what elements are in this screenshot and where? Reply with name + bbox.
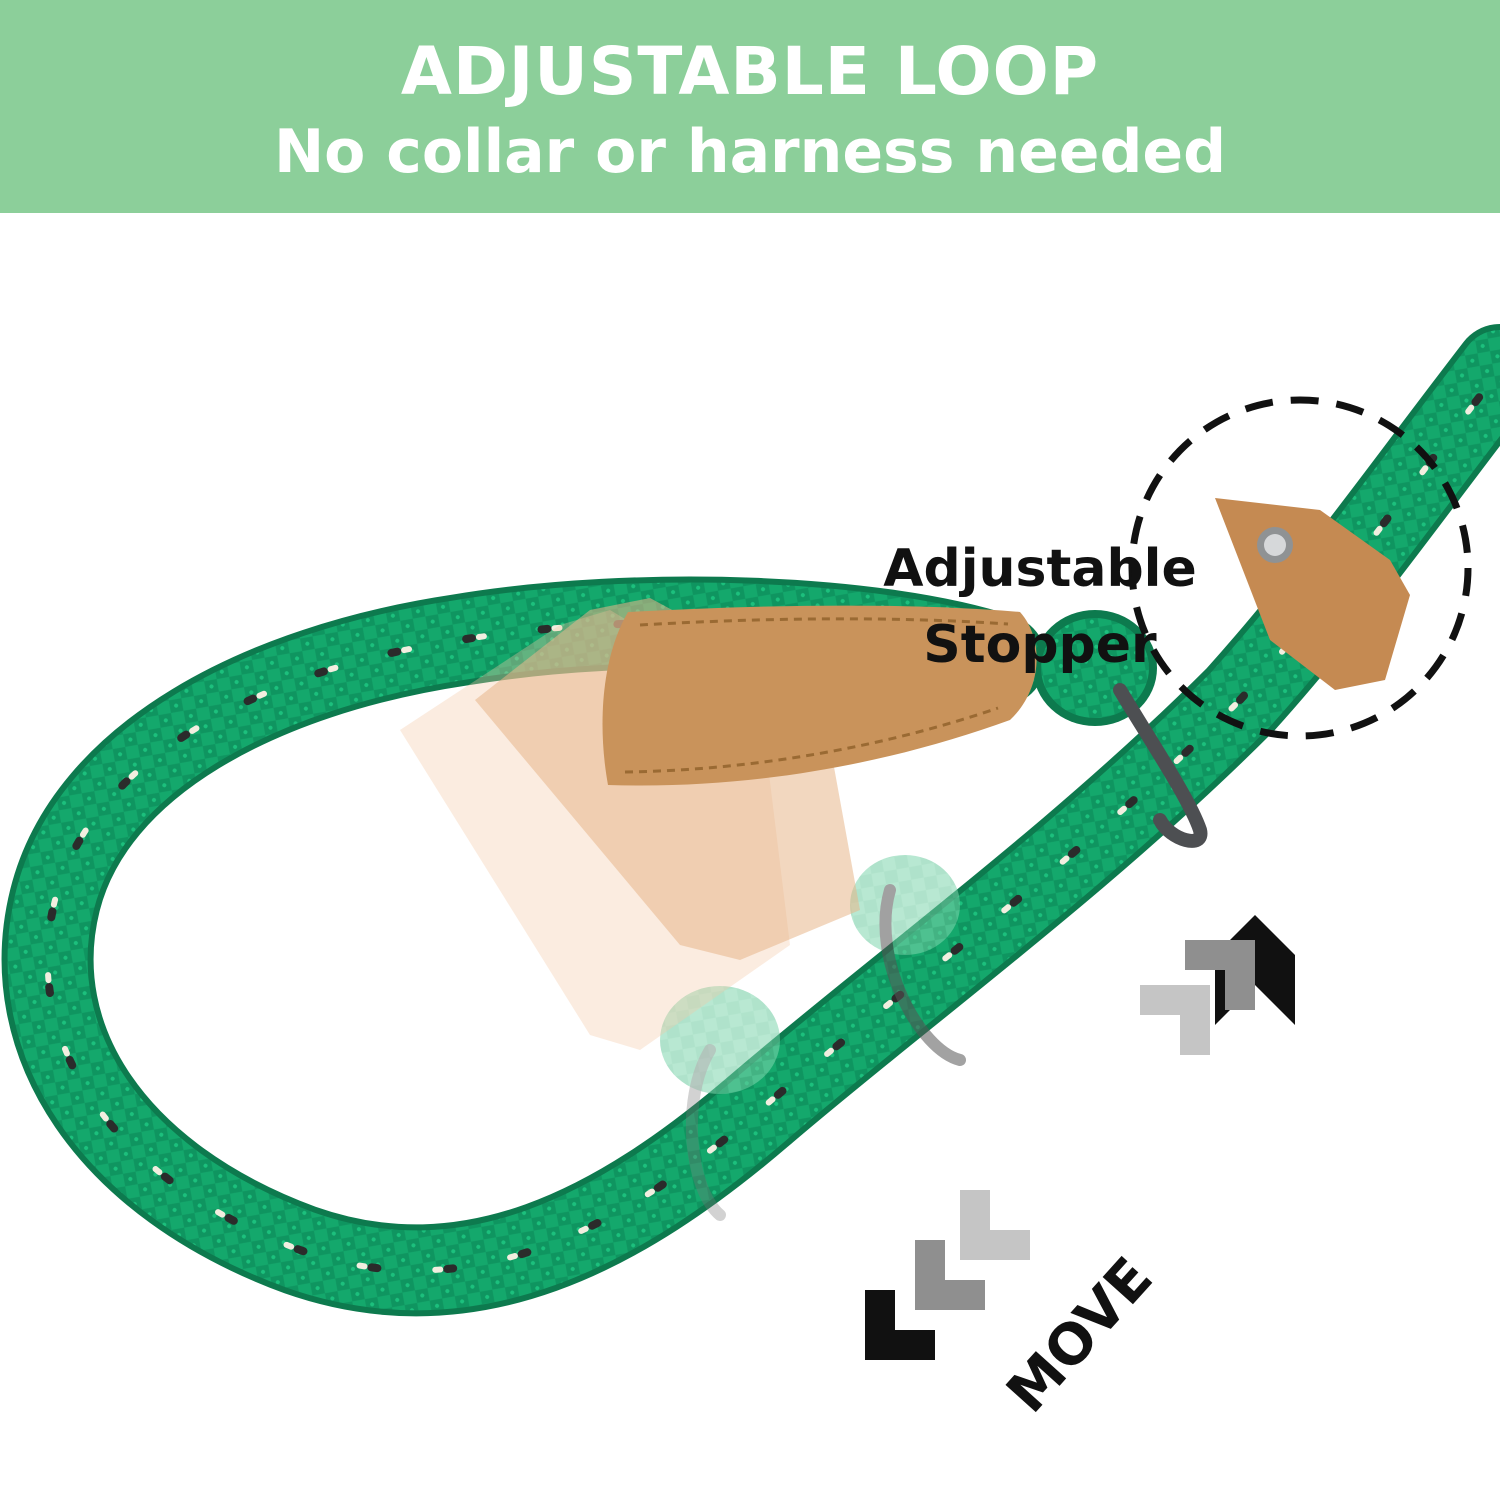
stopper-callout-label: Adjustable Stopper <box>880 531 1200 683</box>
stopper-callout-circle <box>1128 396 1472 740</box>
adjustable-stopper <box>1215 498 1410 690</box>
header-banner: ADJUSTABLE LOOP No collar or harness nee… <box>0 0 1500 213</box>
chevron-down-icon <box>960 1190 1030 1260</box>
leash-illustration <box>1 324 1500 1360</box>
product-photo: Adjustable Stopper MOVE <box>0 213 1500 1500</box>
metal-ring <box>1113 683 1208 848</box>
move-arrows <box>865 915 1295 1360</box>
chevron-up-icon <box>1140 985 1210 1055</box>
chevron-up-icon <box>1185 940 1255 1010</box>
banner-headline: ADJUSTABLE LOOP <box>400 33 1100 110</box>
leather-tag <box>602 605 1037 786</box>
banner-subline: No collar or harness needed <box>273 117 1227 187</box>
chevron-down-icon <box>915 1240 985 1310</box>
stopper-label-line2: Stopper <box>923 615 1157 675</box>
stopper-label-line1: Adjustable <box>883 539 1197 599</box>
sliding-ring-ghosts <box>660 855 966 1221</box>
chevron-down-icon <box>865 1290 935 1360</box>
rope-loop <box>1 324 1500 1317</box>
